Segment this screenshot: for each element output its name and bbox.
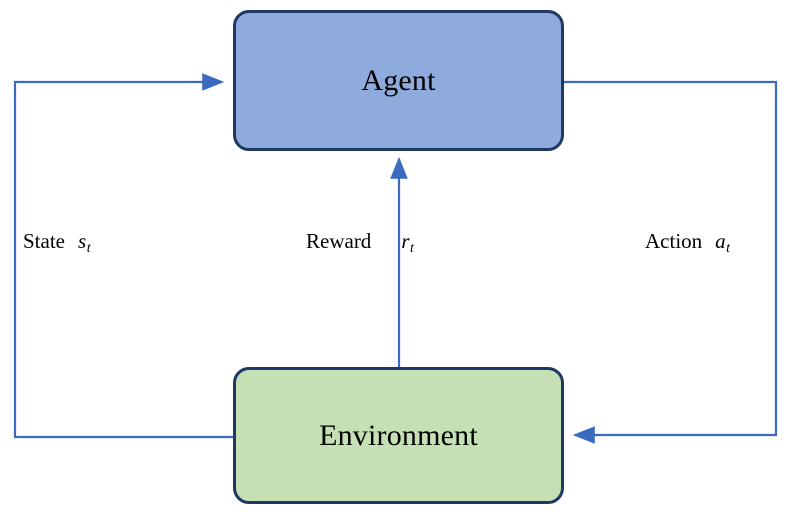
environment-node[interactable]: Environment (233, 367, 564, 504)
agent-node[interactable]: Agent (233, 10, 564, 151)
agent-node-label: Agent (361, 63, 436, 97)
state-label-word: State (23, 229, 65, 253)
action-edge (564, 80, 778, 444)
reward-edge-label: Reward rt (306, 229, 414, 256)
state-edge (13, 73, 233, 439)
reward-label-word: Reward (306, 229, 372, 253)
action-edge-label: Action at (645, 229, 731, 256)
environment-node-label: Environment (319, 418, 478, 452)
action-label-word: Action (645, 229, 703, 253)
action-label-symbol: at (715, 229, 731, 256)
state-label-symbol: st (78, 229, 91, 256)
reward-label-symbol: rt (401, 229, 414, 256)
